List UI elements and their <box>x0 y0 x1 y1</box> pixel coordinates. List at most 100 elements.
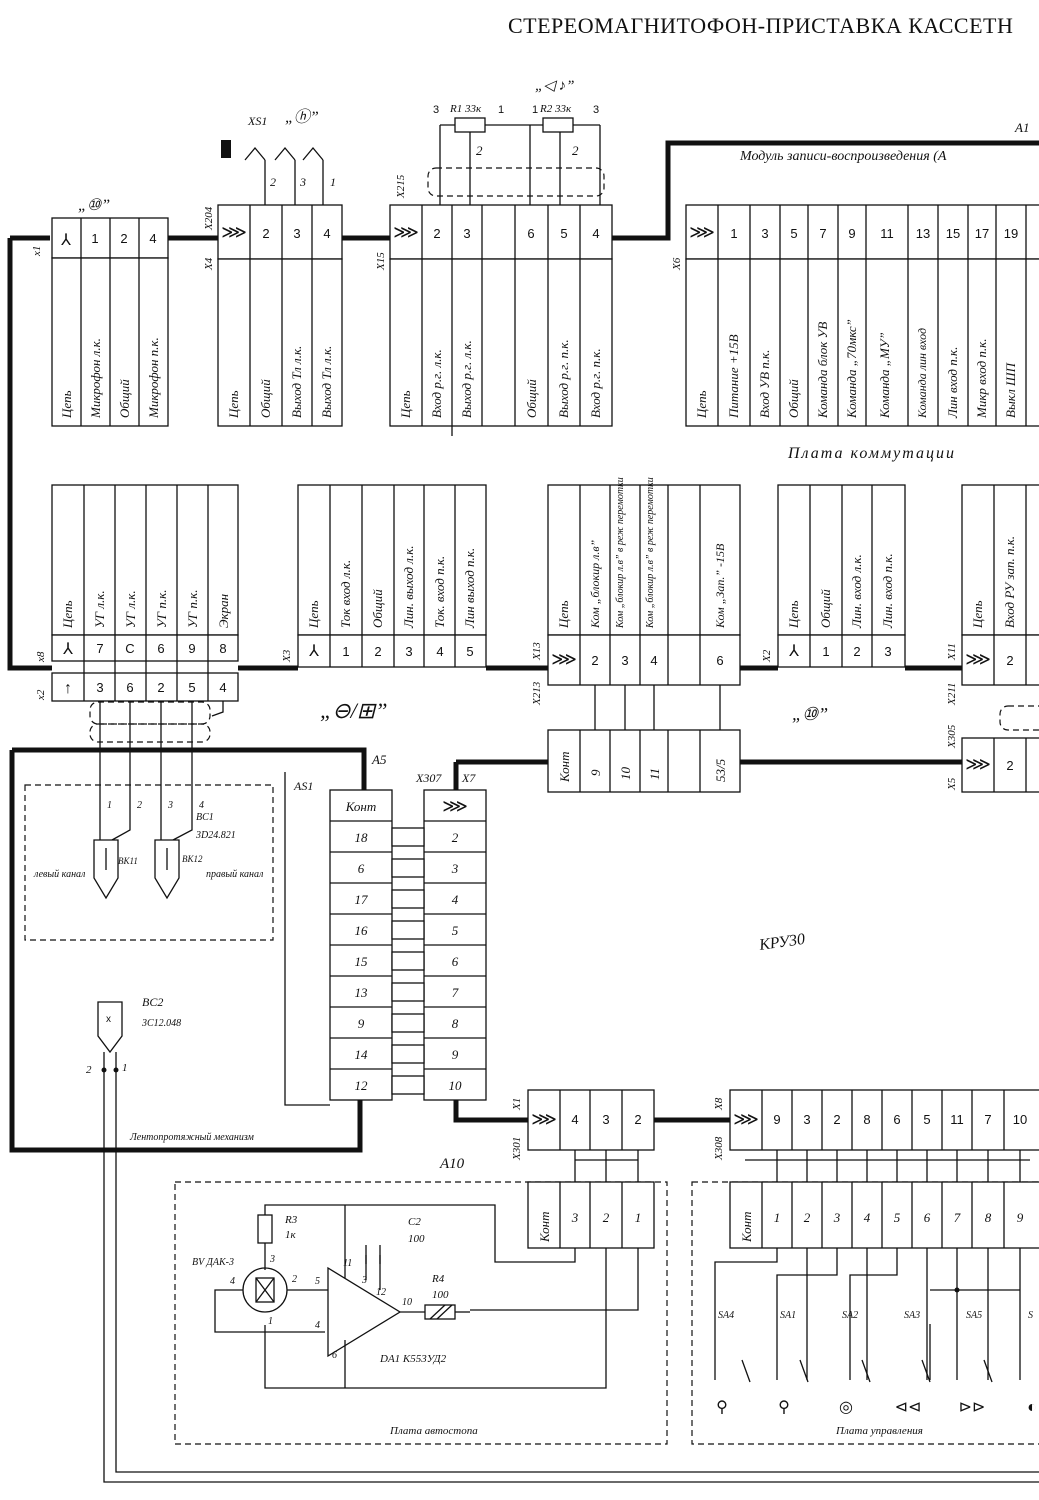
x4-label-0: Цепь <box>226 390 241 419</box>
head-pin-2: 2 <box>137 800 142 811</box>
switch-sa1: SA1 <box>780 1310 796 1321</box>
x307-right-7: 8 <box>452 1016 459 1031</box>
x308-pin-7: 7 <box>984 1112 991 1127</box>
x308-plug-symbol: ⋙ <box>733 1109 759 1129</box>
x13-plug-symbol: ⋙ <box>551 649 577 669</box>
stop-key-icon: ◎ <box>839 1399 853 1416</box>
autostop-board-title: Плата автостопа <box>389 1425 478 1437</box>
x15-pin-4: 4 <box>592 226 599 241</box>
r3-ref: R3 <box>284 1214 298 1226</box>
x307-right-8: 9 <box>452 1047 459 1062</box>
s3-block: Конт 9 10 11 53/5 <box>456 685 962 793</box>
switch-sa5: SA5 <box>966 1310 982 1321</box>
x15-pin-2: 2 <box>433 226 440 241</box>
x13-label-1: Ком „блокир л.в” <box>588 539 602 629</box>
x13-label-2: Ком „блокир л.в” в реж перемотки <box>615 477 626 629</box>
ctrl-conn-9: 9 <box>1017 1210 1024 1225</box>
x307-right-5: 6 <box>452 954 459 969</box>
x4-pin-2: 2 <box>262 226 269 241</box>
a1-module-title: Модуль записи-воспроизведения (А <box>739 149 947 164</box>
x11-label-0: Цепь <box>970 600 985 629</box>
x2-label-2: УГ л.к. <box>123 590 138 628</box>
xs1-pin2: 2 <box>270 175 276 189</box>
x307-left-6: 13 <box>355 985 369 1000</box>
x3-pin-2: 2 <box>374 644 381 659</box>
x13-label-5: Ком „Зап.” -15В <box>713 543 727 629</box>
x204-ref: X204 <box>203 206 215 231</box>
x301-pin-2: 2 <box>634 1112 641 1127</box>
r3-val: 1к <box>285 1229 297 1241</box>
x307-left-5: 15 <box>355 954 369 969</box>
s3-cell-1: 9 <box>588 769 603 776</box>
x6-label-1: Питание +15В <box>726 334 741 419</box>
x6-label-10: Выкл ШП <box>1003 361 1018 418</box>
record-symbol: „⑩” <box>792 704 828 724</box>
r2-pin3: 3 <box>593 104 599 116</box>
x7-ref: X7 <box>461 771 476 785</box>
x15-label-4: Общий <box>524 379 539 418</box>
x11-pin-2: 2 <box>1006 653 1013 668</box>
x301-pin-3: 3 <box>602 1112 609 1127</box>
x15-plug-symbol: ⋙ <box>393 222 419 242</box>
s3-cell-3: 11 <box>647 768 662 780</box>
fast-forward-key-icon: ⊳⊳ <box>959 1399 986 1416</box>
x2b-label-0: Цепь <box>786 600 801 629</box>
ic-pin-6: 6 <box>332 1350 337 1361</box>
ctrl-conn-6: 6 <box>924 1210 931 1225</box>
r1-pin2: 2 <box>476 143 483 158</box>
x307-left-0: Конт <box>345 799 376 814</box>
page-title: СТЕРЕОМАГНИТОФОН-ПРИСТАВКА КАССЕТН <box>508 13 1013 38</box>
x307-plug-symbol: ⋙ <box>442 796 468 816</box>
x307-left-9: 12 <box>355 1078 369 1093</box>
a5-ref: A5 <box>371 752 387 767</box>
x8-pin-3: 9 <box>188 641 195 656</box>
x5-plug-symbol: ⋙ <box>965 754 991 774</box>
x2-label-0: Цепь <box>60 600 75 629</box>
ic-pin-5: 5 <box>315 1276 320 1287</box>
x215-ref: X215 <box>395 174 407 199</box>
x6-label-9: Микр вход п.к. <box>974 339 989 420</box>
vd-ref: BV ДАК-3 <box>192 1257 234 1268</box>
x4-pin-3: 3 <box>293 226 300 241</box>
x15-pin-3: 3 <box>463 226 470 241</box>
x6-label-4: Команда блок УВ <box>815 322 830 419</box>
x307-right-9: 10 <box>449 1078 463 1093</box>
x2-pin-2: 2 <box>157 680 164 695</box>
x2-label-4: УГ п.к. <box>185 590 200 628</box>
x308-pin-3: 8 <box>863 1112 870 1127</box>
s3-cell-2: 10 <box>618 767 633 781</box>
vd-pin-1: 1 <box>268 1316 273 1327</box>
x6-label-7: Команда лин вход <box>915 328 929 419</box>
x3-label-4: Ток. вход п.к. <box>432 556 447 628</box>
switch-sa3: SA3 <box>904 1310 920 1321</box>
x6-pin-9: 9 <box>848 226 855 241</box>
switch-sa2: SA2 <box>842 1310 858 1321</box>
x2-label-3: УГ п.к. <box>154 590 169 628</box>
x2-pin-3: 5 <box>188 680 195 695</box>
r1-label: R1 33к <box>449 103 482 115</box>
connector-x2-heads: ⅄ ↑ x8 x2 7 С 6 9 8 3 6 2 5 4 Цепь УГ л.… <box>35 484 239 702</box>
x13-ref: X13 <box>531 642 543 661</box>
x15-ref: X15 <box>375 252 387 271</box>
x3-pin-5: 5 <box>466 644 473 659</box>
x4-label-2: Выход Тл л.к. <box>289 346 304 418</box>
record-key-icon: ⚲ <box>716 1399 728 1416</box>
x2b-label-2: Лин. вход л.к. <box>849 554 864 629</box>
x3-label-3: Лин. выход л.к. <box>401 545 416 629</box>
connector-x308: ⋙ X8 X308 9 3 2 8 6 5 11 7 10 <box>713 1089 1039 1182</box>
top-bus <box>7 140 1039 671</box>
x1-pin-2: 2 <box>120 231 127 246</box>
x2b-label-3: Лин. вход п.к. <box>880 553 895 629</box>
x3-pin-4: 4 <box>436 644 443 659</box>
ic-pin-4: 4 <box>315 1320 320 1331</box>
x2b-label-1: Общий <box>818 589 833 628</box>
x8-pin-2: 6 <box>157 641 164 656</box>
x8-y-symbol: ⅄ <box>62 641 73 658</box>
switch-s: S <box>1028 1310 1033 1321</box>
ctrl-conn-0: Конт <box>739 1212 754 1243</box>
ctrl-conn-2: 2 <box>804 1210 811 1225</box>
bc2-ref: BC2 <box>142 995 163 1009</box>
x308-grid <box>761 1090 1005 1150</box>
x301-ref: X301 <box>511 1137 523 1161</box>
switch-sa4: SA4 <box>718 1310 734 1321</box>
